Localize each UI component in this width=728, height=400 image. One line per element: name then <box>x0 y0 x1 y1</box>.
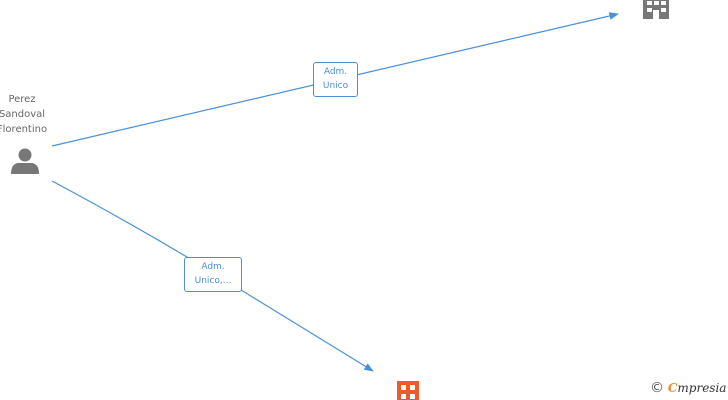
brand-logo: Cmpresia <box>668 381 727 395</box>
relation-label-1-line-2: Unico <box>322 81 349 91</box>
person-icon[interactable] <box>11 148 39 175</box>
relation-label-2-line-1: Adm. <box>201 262 225 272</box>
brand-rest: mpresia <box>677 381 727 395</box>
building-icon[interactable] <box>643 0 669 19</box>
empresia-watermark: © Cmpresia <box>650 380 726 396</box>
copyright-symbol: © <box>650 380 664 396</box>
building-icon-highlighted[interactable] <box>397 381 419 400</box>
brand-initial: C <box>667 381 678 395</box>
person-name-label: Perez Sandoval Florentino <box>0 92 52 137</box>
relation-label-2[interactable]: Adm. Unico,... <box>184 257 242 292</box>
relation-label-1[interactable]: Adm. Unico <box>313 62 358 97</box>
person-name-line-3: Florentino <box>0 124 48 135</box>
relation-label-1-line-1: Adm. <box>323 67 348 77</box>
person-name-line-1: Perez <box>8 94 36 105</box>
relation-label-2-line-2: Unico,... <box>194 276 232 286</box>
person-name-line-2: Sandoval <box>0 109 46 120</box>
